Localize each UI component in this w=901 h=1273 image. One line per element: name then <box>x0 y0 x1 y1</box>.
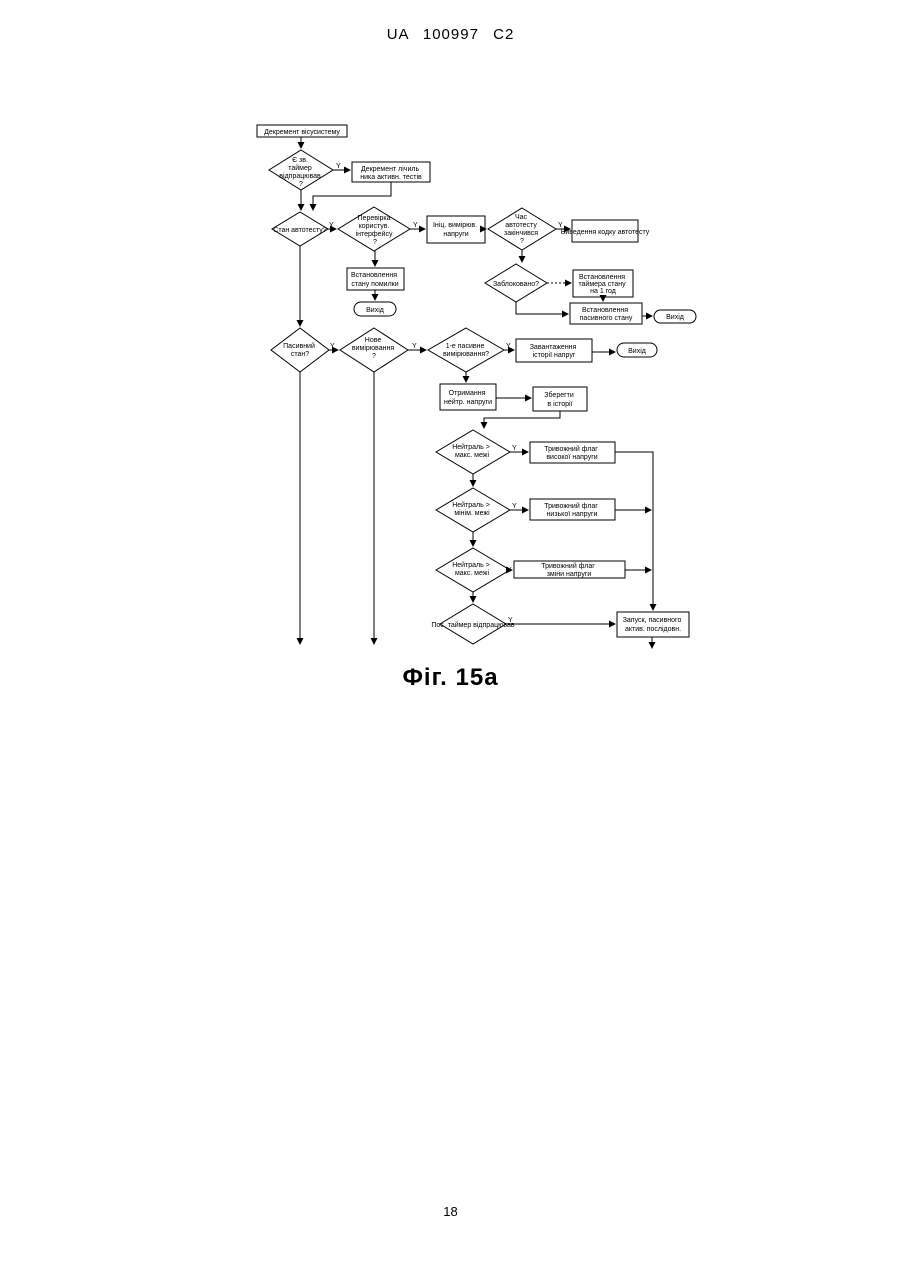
flowchart: Y Y Y Y Y Y Y Y Y Y Y Декремент вісусист… <box>0 0 901 660</box>
neutral-1-label: Нейтраль > макс. межі <box>452 443 492 459</box>
passive-state-label: Пасивний стан? <box>283 342 317 358</box>
flag-low-label: Тривожний флаг низької напруги <box>544 502 600 518</box>
exit-3-label: Вихід <box>628 347 646 355</box>
flag-change-label: Тривожний флаг зміни напруги <box>541 562 597 578</box>
decrement-counter-label: Декремент лічиль ника активн. тестів <box>360 165 422 181</box>
set-timer-state-label: Встановлення таймера стану на 1 год <box>578 274 627 295</box>
set-error-state-label: Встановлення стану помилки <box>351 272 399 288</box>
get-neutral-box <box>440 384 496 410</box>
yes-label: Y <box>512 503 517 510</box>
decrement-subsystem-label: Декремент вісусистему <box>264 128 340 136</box>
yes-label: Y <box>507 567 512 574</box>
neutral-2-label: Нейтраль > мінім. межі <box>452 501 492 517</box>
yes-label: Y <box>336 163 341 170</box>
init-measure-label: Ініц. вимірюв. напруги <box>433 221 479 238</box>
figure-caption: Фіг. 15а <box>0 664 901 692</box>
page-number: 18 <box>0 1204 901 1219</box>
init-measure-box <box>427 216 485 243</box>
timer-decision-label: Є зв. таймер відпрацював ? <box>279 157 322 188</box>
exit-1-label: Вихід <box>366 306 384 314</box>
start-sequence-label: Запуск, пасивного актив. послідовн. <box>623 617 684 633</box>
blocked-label: Заблоковано? <box>493 280 539 288</box>
yes-label: Y <box>512 445 517 452</box>
settle-timer-label: Пос. таймер відпрацював <box>431 621 515 629</box>
autotest-state-label: Стан автотесту? <box>273 227 327 234</box>
first-measure-decision <box>428 328 504 372</box>
first-measure-label: 1-е пасивне вимірювання? <box>443 343 489 358</box>
yes-label: Y <box>558 222 563 229</box>
yes-label: Y <box>330 343 335 350</box>
flag-high-label: Тривожний флаг високої напруги <box>544 445 600 461</box>
neutral-3-label: Нейтраль > макс. межі <box>452 561 492 577</box>
save-history-label: Зберегти в історії <box>544 391 575 408</box>
check-interface-label: Перевірка користув. інтерфейсу ? <box>356 214 395 246</box>
yes-label: Y <box>412 343 417 350</box>
autotest-output-label: Виведення кодку автотесту <box>561 229 650 236</box>
autotest-time-label: Час автотесту закінчився ? <box>504 214 540 245</box>
load-history-label: Завантаження історії напруг <box>530 344 579 359</box>
start-sequence-box <box>617 612 689 637</box>
exit-2-label: Вихід <box>666 313 684 321</box>
yes-label: Y <box>413 222 418 229</box>
new-measure-label: Нове вимірювання ? <box>352 337 396 360</box>
yes-label: Y <box>329 222 334 229</box>
yes-label: Y <box>506 343 511 350</box>
get-neutral-label: Отримання нейтр. напруги <box>444 390 492 406</box>
passive-state-decision <box>271 328 329 372</box>
set-passive-state-label: Встановлення пасивного стану <box>580 307 633 322</box>
